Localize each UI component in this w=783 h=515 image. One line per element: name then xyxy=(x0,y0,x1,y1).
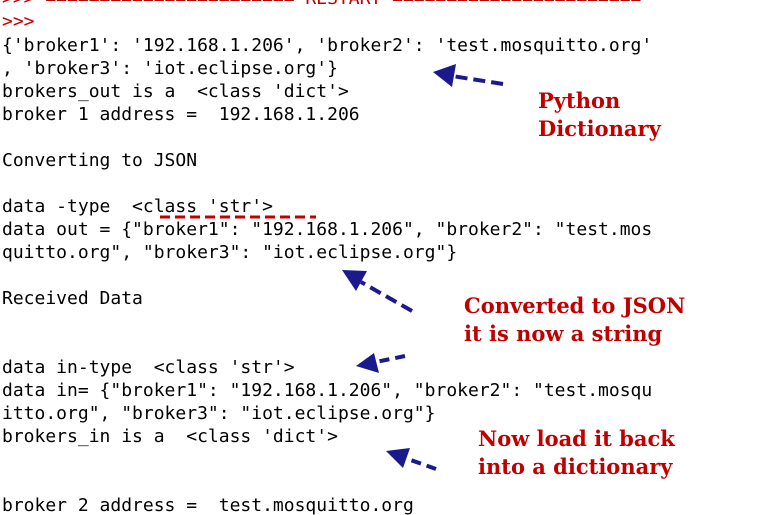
arrow-icon xyxy=(386,448,437,471)
output-line: data out = {"broker1": "192.168.1.206", … xyxy=(2,219,653,240)
output-line: Received Data xyxy=(2,288,143,309)
output-line: {'broker1': '192.168.1.206', 'broker2': … xyxy=(2,35,653,56)
annotation-python-dictionary-line-1: Python xyxy=(538,88,621,113)
output-line: Converting to JSON xyxy=(2,150,198,171)
output-line: data in-type <class 'str'> xyxy=(2,357,295,378)
arrow-icon xyxy=(356,353,406,373)
arrow-icon xyxy=(342,270,413,313)
shell-prompt: >>> xyxy=(2,11,35,32)
annotation-python-dictionary-line-2: Dictionary xyxy=(538,116,661,141)
output-line: brokers_out is a <class 'dict'> xyxy=(2,81,349,102)
output-line: quitto.org", "broker3": "iot.eclipse.org… xyxy=(2,242,458,263)
output-line: broker 2 address = test.mosquitto.org xyxy=(2,495,414,515)
annotation-converted-json-line-2: it is now a string xyxy=(464,321,663,346)
output-line: brokers_in is a <class 'dict'> xyxy=(2,426,338,447)
arrow-icon xyxy=(433,64,504,87)
output-line: , 'broker3': 'iot.eclipse.org'} xyxy=(2,58,338,79)
output-line: data in= {"broker1": "192.168.1.206", "b… xyxy=(2,380,653,401)
annotation-converted-json-line-1: Converted to JSON xyxy=(464,293,686,318)
output-line: itto.org", "broker3": "iot.eclipse.org"} xyxy=(2,403,436,424)
annotation-load-back-line-2: into a dictionary xyxy=(478,454,673,479)
output-line: data -type <class 'str'> xyxy=(2,196,273,217)
restart-line: >>> ======================= RESTART ====… xyxy=(2,0,641,10)
output-line: broker 1 address = 192.168.1.206 xyxy=(2,104,360,125)
annotation-load-back-line-1: Now load it back xyxy=(478,426,675,451)
